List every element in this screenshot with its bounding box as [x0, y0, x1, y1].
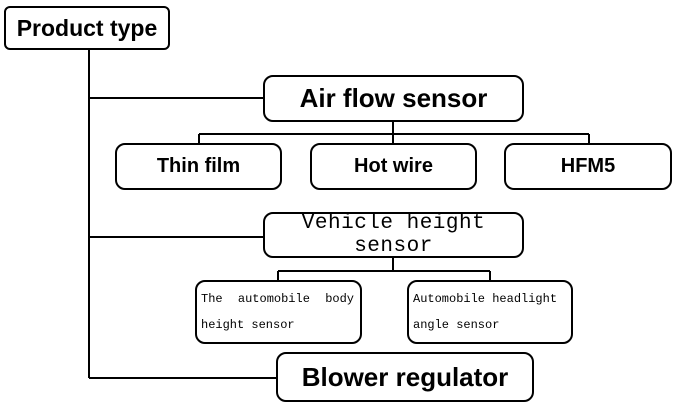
hfm5-label: HFM5	[560, 155, 616, 177]
air-flow-sensor-label: Air flow sensor	[299, 83, 488, 113]
blower-regulator-label: Blower regulator	[301, 361, 509, 392]
vehicle-height-sensor-label: Vehicle height sensor	[301, 212, 486, 258]
headlight-angle-sensor-node: Automobile headlight angle sensor	[407, 280, 573, 344]
hot-wire-label: Hot wire	[354, 155, 433, 177]
blower-regulator-node: Blower regulator	[276, 352, 534, 402]
product-type-node: Product type	[4, 6, 170, 50]
body-height-sensor-node: The automobile body height sensor	[195, 280, 362, 344]
air-flow-sensor-node: Air flow sensor	[263, 75, 524, 122]
hot-wire-node: Hot wire	[310, 143, 477, 190]
product-type-label: Product type	[16, 14, 158, 41]
hfm5-node: HFM5	[504, 143, 672, 190]
body-height-sensor-label: The automobile body height sensor	[201, 292, 354, 332]
vehicle-height-sensor-node: Vehicle height sensor	[263, 212, 524, 258]
headlight-angle-sensor-label: Automobile headlight angle sensor	[413, 292, 558, 332]
thin-film-label: Thin film	[156, 155, 241, 177]
thin-film-node: Thin film	[115, 143, 282, 190]
